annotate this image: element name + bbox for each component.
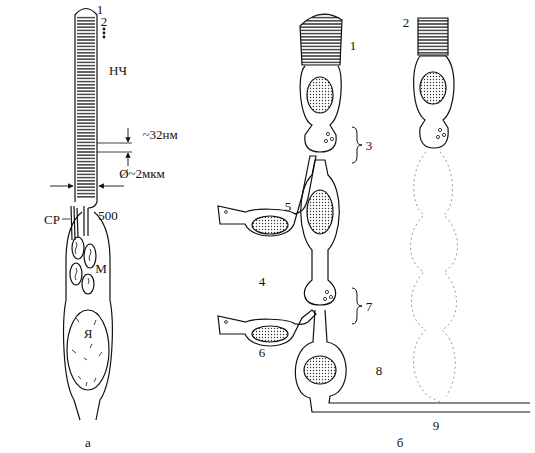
callout-label: Я <box>83 327 94 340</box>
callout-label: СР <box>43 213 61 226</box>
callout-label: 2 <box>100 15 109 28</box>
callout-label: 3 <box>365 139 374 152</box>
callout-label: НЧ <box>108 64 128 77</box>
callout-label: 9 <box>432 419 441 432</box>
callout-label: 1 <box>349 39 358 52</box>
callout-label: 5 <box>284 200 293 213</box>
callout-label: 4 <box>258 275 267 288</box>
callout-label: 6 <box>258 346 267 359</box>
callout-label: б <box>396 436 405 449</box>
callout-label: 7 <box>365 300 374 313</box>
callout-label: 8 <box>375 364 384 377</box>
callout-label: ~32нм <box>141 128 178 141</box>
callout-label: М <box>94 262 108 275</box>
callout-label: Ø~2мкм <box>118 167 166 180</box>
callout-label: 500 <box>97 209 119 222</box>
callout-label: 2 <box>402 16 411 29</box>
callout-label: а <box>84 436 92 449</box>
